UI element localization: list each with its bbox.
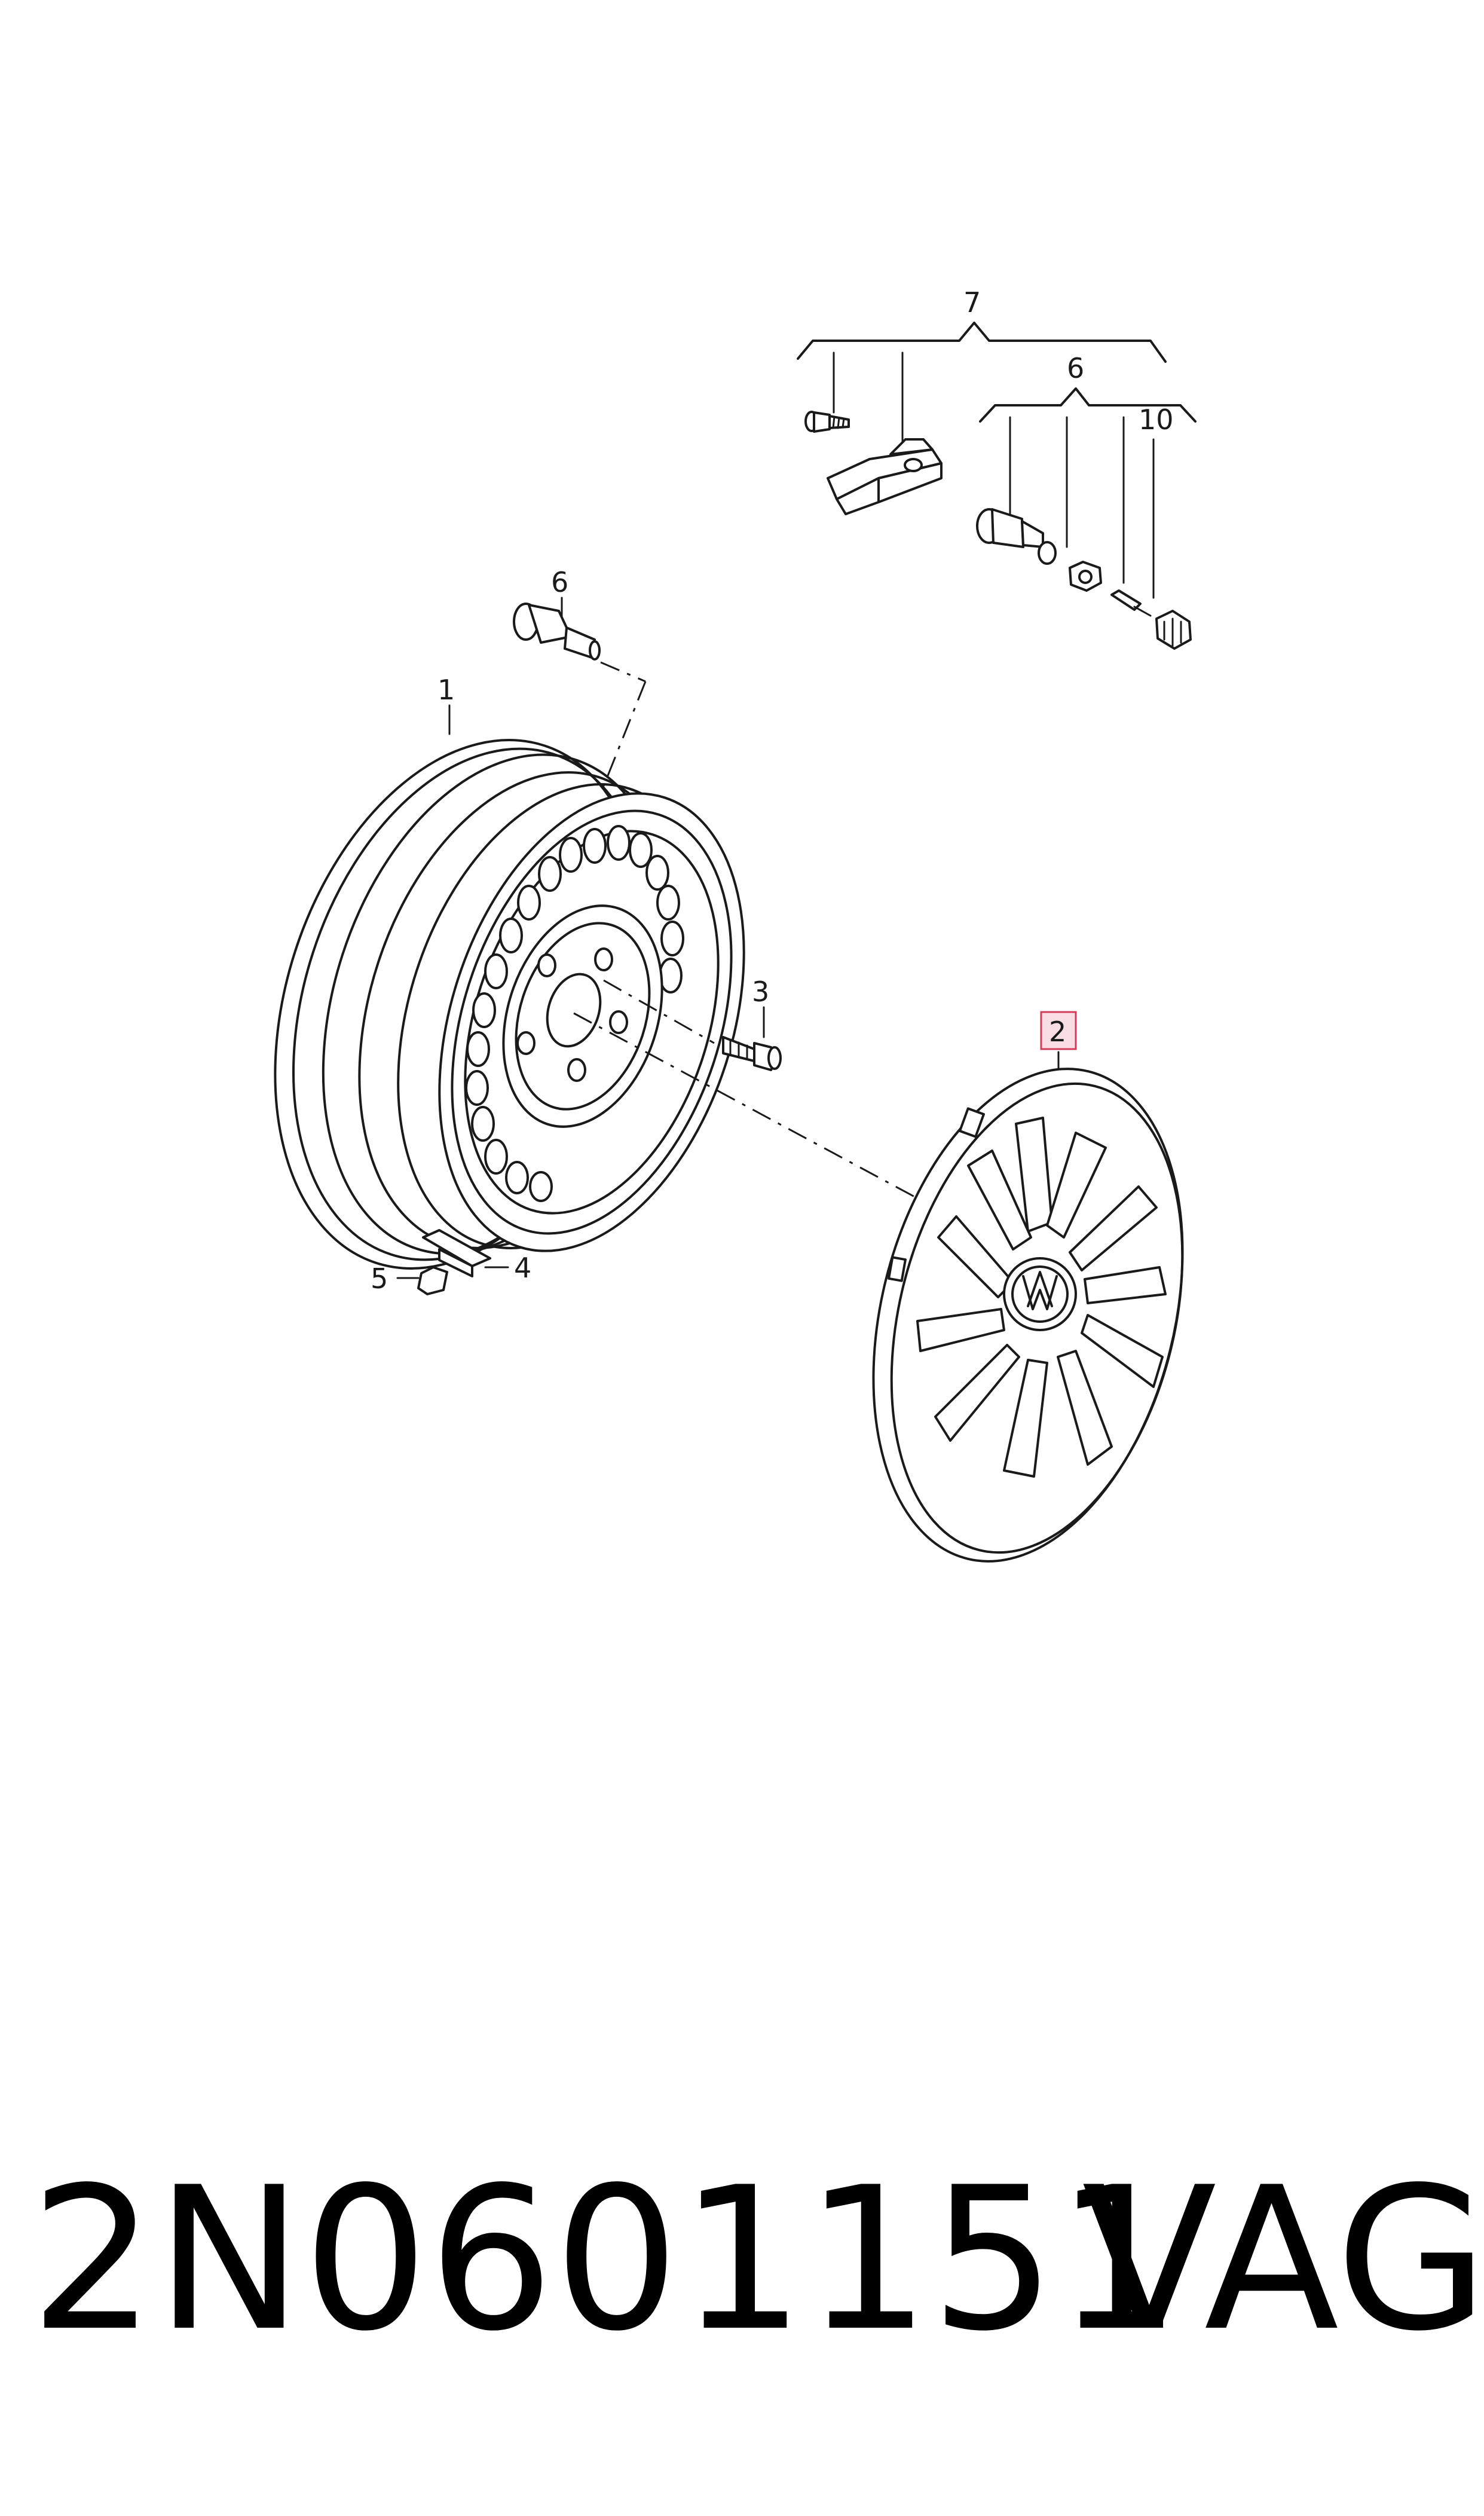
hubcap-spokes	[916, 1117, 1167, 1478]
ventilation-holes	[465, 825, 684, 1202]
valve-6: 6	[513, 566, 647, 787]
tpms-screw-icon	[804, 411, 850, 433]
hubcap-clip	[888, 1256, 907, 1282]
vw-emblem-icon	[1003, 1257, 1077, 1331]
callout-2-highlight	[1040, 1011, 1077, 1050]
bracket-leaders	[833, 351, 1155, 599]
assembly-axis-line	[573, 1012, 924, 1203]
tpms-sensor-icon	[827, 438, 943, 515]
bracket-group-6: 6 10	[979, 352, 1197, 436]
valve-stem-icon	[976, 508, 1057, 565]
callout-6-valve: 6	[551, 566, 568, 598]
part-number: 2N0601151	[30, 2145, 1182, 2374]
wheel-bolt: 3	[722, 976, 782, 1071]
callout-5: 5	[371, 1262, 388, 1295]
valve-core-icon	[1110, 589, 1152, 617]
callout-4: 4	[514, 1252, 531, 1284]
callout-3: 3	[752, 976, 769, 1008]
brand-name: VAG	[1082, 2145, 1484, 2374]
callout-2: 2	[1049, 1016, 1066, 1048]
steel-wheel-rim: 1	[274, 674, 745, 1270]
callout-6-group: 6	[1067, 352, 1084, 384]
callout-10: 10	[1139, 403, 1174, 436]
callout-1: 1	[437, 674, 455, 706]
valve-nut-icon	[1069, 561, 1102, 592]
hubcap: 2	[872, 1011, 1184, 1563]
hubcap-clip	[959, 1107, 985, 1138]
balance-weight-4: 4	[422, 1229, 531, 1284]
bolt-holes	[516, 947, 628, 1082]
bracket-group-7: 7	[797, 286, 1167, 363]
balance-weight-5: 5	[371, 1262, 448, 1295]
callout-7: 7	[963, 286, 981, 319]
valve-cap-icon	[1155, 610, 1192, 650]
